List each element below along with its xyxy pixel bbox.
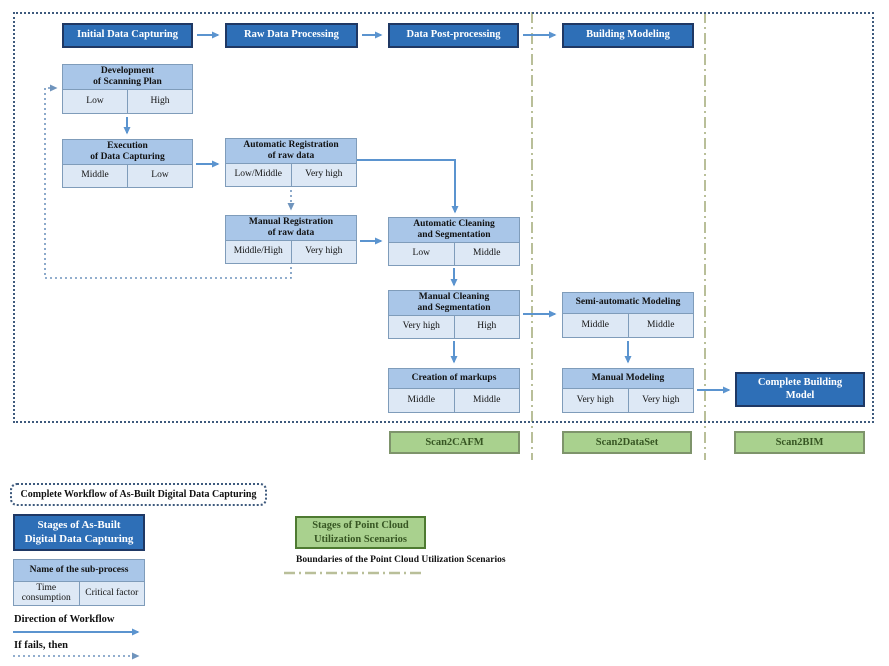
process-title: Creation of markups xyxy=(389,369,519,389)
process-box-execution-of-data-capturing: Execution of Data Capturing Middle Low xyxy=(62,139,193,188)
legend-if-fails-label: If fails, then xyxy=(14,640,68,651)
process-box-manual-registration: Manual Registration of raw data Middle/H… xyxy=(225,215,357,264)
legend-subprocess-sample-box: Name of the sub-process Time consumption… xyxy=(13,559,145,606)
process-title: Semi-automatic Modeling xyxy=(563,293,693,314)
time-consumption-cell: Very high xyxy=(389,316,455,338)
process-title: Manual Modeling xyxy=(563,369,693,389)
stage-building-modeling: Building Modeling xyxy=(562,23,694,48)
scenario-scan2dataset: Scan2DataSet xyxy=(562,431,692,454)
process-box-manual-modeling: Manual Modeling Very high Very high xyxy=(562,368,694,413)
complete-building-model-box: Complete Building Model xyxy=(735,372,865,407)
process-box-manual-cleaning: Manual Cleaning and Segmentation Very hi… xyxy=(388,290,520,339)
legend-direction-label: Direction of Workflow xyxy=(14,614,115,625)
stage-raw-data-processing: Raw Data Processing xyxy=(225,23,358,48)
process-title: Automatic Cleaning and Segmentation xyxy=(389,218,519,244)
process-box-automatic-cleaning: Automatic Cleaning and Segmentation Low … xyxy=(388,217,520,266)
process-title: Execution of Data Capturing xyxy=(63,140,192,166)
critical-factor-cell: Low xyxy=(128,165,192,187)
legend-scenario-stages-box: Stages of Point Cloud Utilization Scenar… xyxy=(295,516,426,549)
scenario-scan2cafm: Scan2CAFM xyxy=(389,431,520,454)
time-consumption-cell: Very high xyxy=(563,389,629,412)
time-consumption-cell: Low xyxy=(389,243,455,265)
process-box-semi-automatic-modeling: Semi-automatic Modeling Middle Middle xyxy=(562,292,694,338)
process-box-development-of-scanning-plan: Development of Scanning Plan Low High xyxy=(62,64,193,114)
time-consumption-cell: Low/Middle xyxy=(226,164,292,186)
critical-factor-cell: Middle xyxy=(454,389,519,412)
legend-boundaries-label: Boundaries of the Point Cloud Utilizatio… xyxy=(296,555,506,565)
scenario-scan2bim: Scan2BIM xyxy=(734,431,865,454)
process-title: Manual Cleaning and Segmentation xyxy=(389,291,519,317)
legend-time-consumption-cell: Time consumption xyxy=(14,582,80,605)
process-box-creation-of-markups: Creation of markups Middle Middle xyxy=(388,368,520,413)
time-consumption-cell: Middle xyxy=(563,314,629,337)
legend-complete-workflow-box: Complete Workflow of As-Built Digital Da… xyxy=(10,483,267,506)
time-consumption-cell: Middle/High xyxy=(226,241,292,263)
time-consumption-cell: Middle xyxy=(389,389,455,412)
legend-critical-factor-cell: Critical factor xyxy=(79,582,144,605)
workflow-boundary xyxy=(13,12,874,423)
critical-factor-cell: Middle xyxy=(454,243,519,265)
process-title: Development of Scanning Plan xyxy=(63,65,192,91)
critical-factor-cell: Very high xyxy=(291,164,356,186)
time-consumption-cell: Low xyxy=(63,90,128,113)
process-box-automatic-registration: Automatic Registration of raw data Low/M… xyxy=(225,138,357,187)
stage-initial-data-capturing: Initial Data Capturing xyxy=(62,23,193,48)
critical-factor-cell: Very high xyxy=(628,389,693,412)
time-consumption-cell: Middle xyxy=(63,165,128,187)
legend-stages-box: Stages of As-Built Digital Data Capturin… xyxy=(13,514,145,551)
legend-subprocess-header: Name of the sub-process xyxy=(14,560,144,582)
critical-factor-cell: High xyxy=(128,90,192,113)
critical-factor-cell: Very high xyxy=(291,241,356,263)
critical-factor-cell: Middle xyxy=(628,314,693,337)
stage-data-post-processing: Data Post-processing xyxy=(388,23,519,48)
process-title: Automatic Registration of raw data xyxy=(226,139,356,165)
process-title: Manual Registration of raw data xyxy=(226,216,356,242)
critical-factor-cell: High xyxy=(454,316,519,338)
